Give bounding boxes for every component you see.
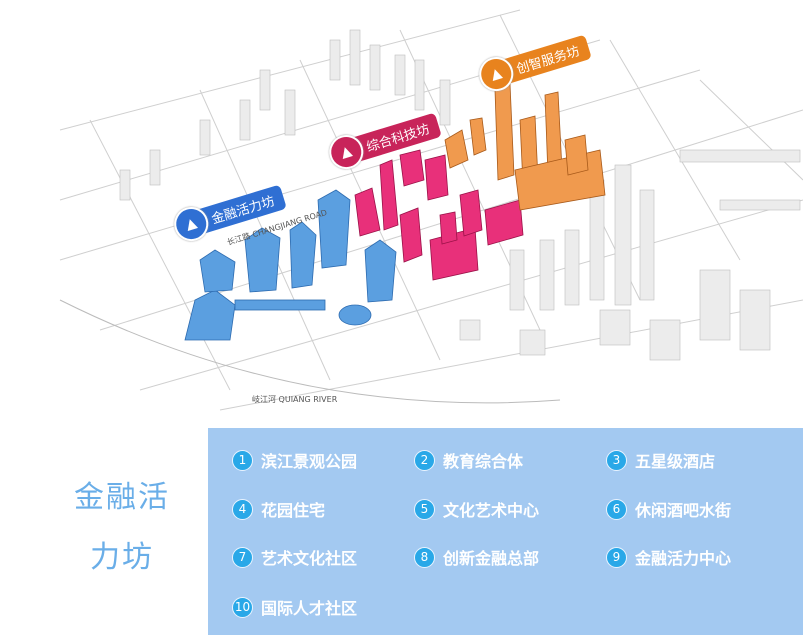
river-label: 岐江河 QUIANG RIVER [252,395,338,404]
masterplan-map [59,9,803,411]
blue-buildings [184,189,397,341]
pink-buildings [354,149,524,281]
page-title: 金融活力坊 [74,480,170,575]
orange-buildings [444,83,606,211]
gray-buildings [119,29,801,361]
road-grid [59,9,803,411]
